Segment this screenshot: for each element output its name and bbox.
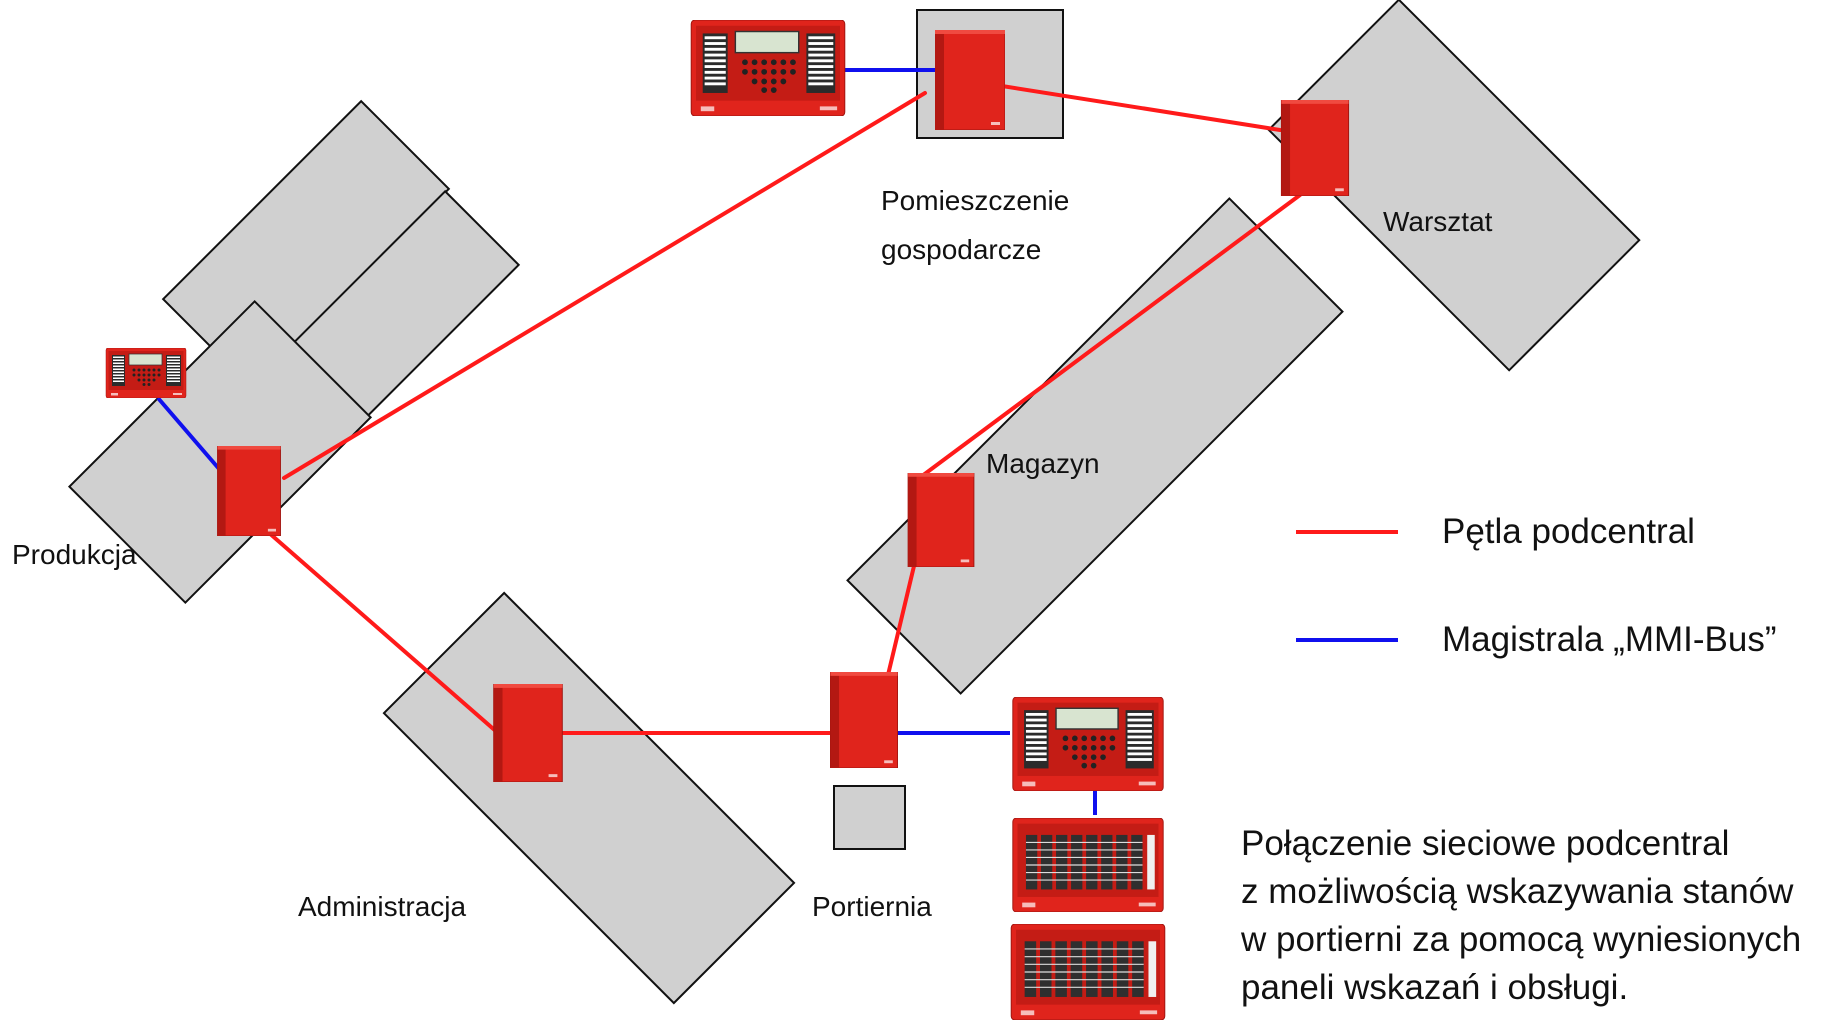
operating-panel-portiernia: [1012, 697, 1164, 791]
bus-link-panel-produkcja: [156, 396, 222, 472]
legend-bus-label: Magistrala „MMI-Bus”: [1442, 620, 1777, 659]
room-label-pomieszczenie-line2: gospodarcze: [881, 234, 1042, 265]
room-label-pomieszczenie-line1: Pomieszczenie: [881, 185, 1070, 216]
subcentral-cabinet-pomieszczenie: [935, 30, 1005, 130]
operating-panel-produkcja: [105, 348, 187, 398]
room-administracja: [382, 591, 796, 1005]
description-line-4: paneli wskazań i obsługi.: [1241, 968, 1629, 1007]
room-label-warsztat: Warsztat: [1383, 206, 1493, 237]
subcentral-cabinet-magazyn: [907, 473, 975, 567]
room-portiernia: [833, 785, 906, 850]
loop-link-magazyn-portiernia: [886, 564, 916, 677]
loop-link-administracja-produkcja: [266, 530, 500, 735]
legend-loop-label: Pętla podcentral: [1442, 512, 1695, 551]
description-text: Połączenie sieciowe podcentral z możliwo…: [1241, 820, 1801, 1012]
indicator-panel-1: [1012, 818, 1164, 912]
room-label-produkcja: Produkcja: [12, 539, 137, 570]
description-line-3: w portierni za pomocą wyniesionych: [1241, 920, 1802, 959]
indicator-panel-2: [1010, 924, 1166, 1020]
loop-link-warsztat-magazyn: [920, 193, 1302, 478]
description-line-1: Połączenie sieciowe podcentral: [1241, 824, 1730, 863]
room-label-magazyn: Magazyn: [986, 448, 1100, 479]
loop-link-pomieszczenie-warsztat: [1000, 84, 1282, 132]
operating-panel-pomieszczenie: [690, 20, 846, 116]
subcentral-cabinet-produkcja: [217, 446, 281, 536]
room-warsztat: [1267, 0, 1641, 372]
room-label-portiernia: Portiernia: [812, 891, 932, 922]
loop-link-produkcja-pomieszczenie: [282, 91, 927, 480]
subcentral-cabinet-portiernia: [830, 672, 898, 768]
subcentral-cabinet-warsztat: [1280, 100, 1350, 196]
subcentral-cabinet-administracja: [493, 684, 563, 782]
room-label-administracja: Administracja: [298, 891, 467, 922]
description-line-2: z możliwością wskazywania stanów: [1241, 872, 1794, 911]
